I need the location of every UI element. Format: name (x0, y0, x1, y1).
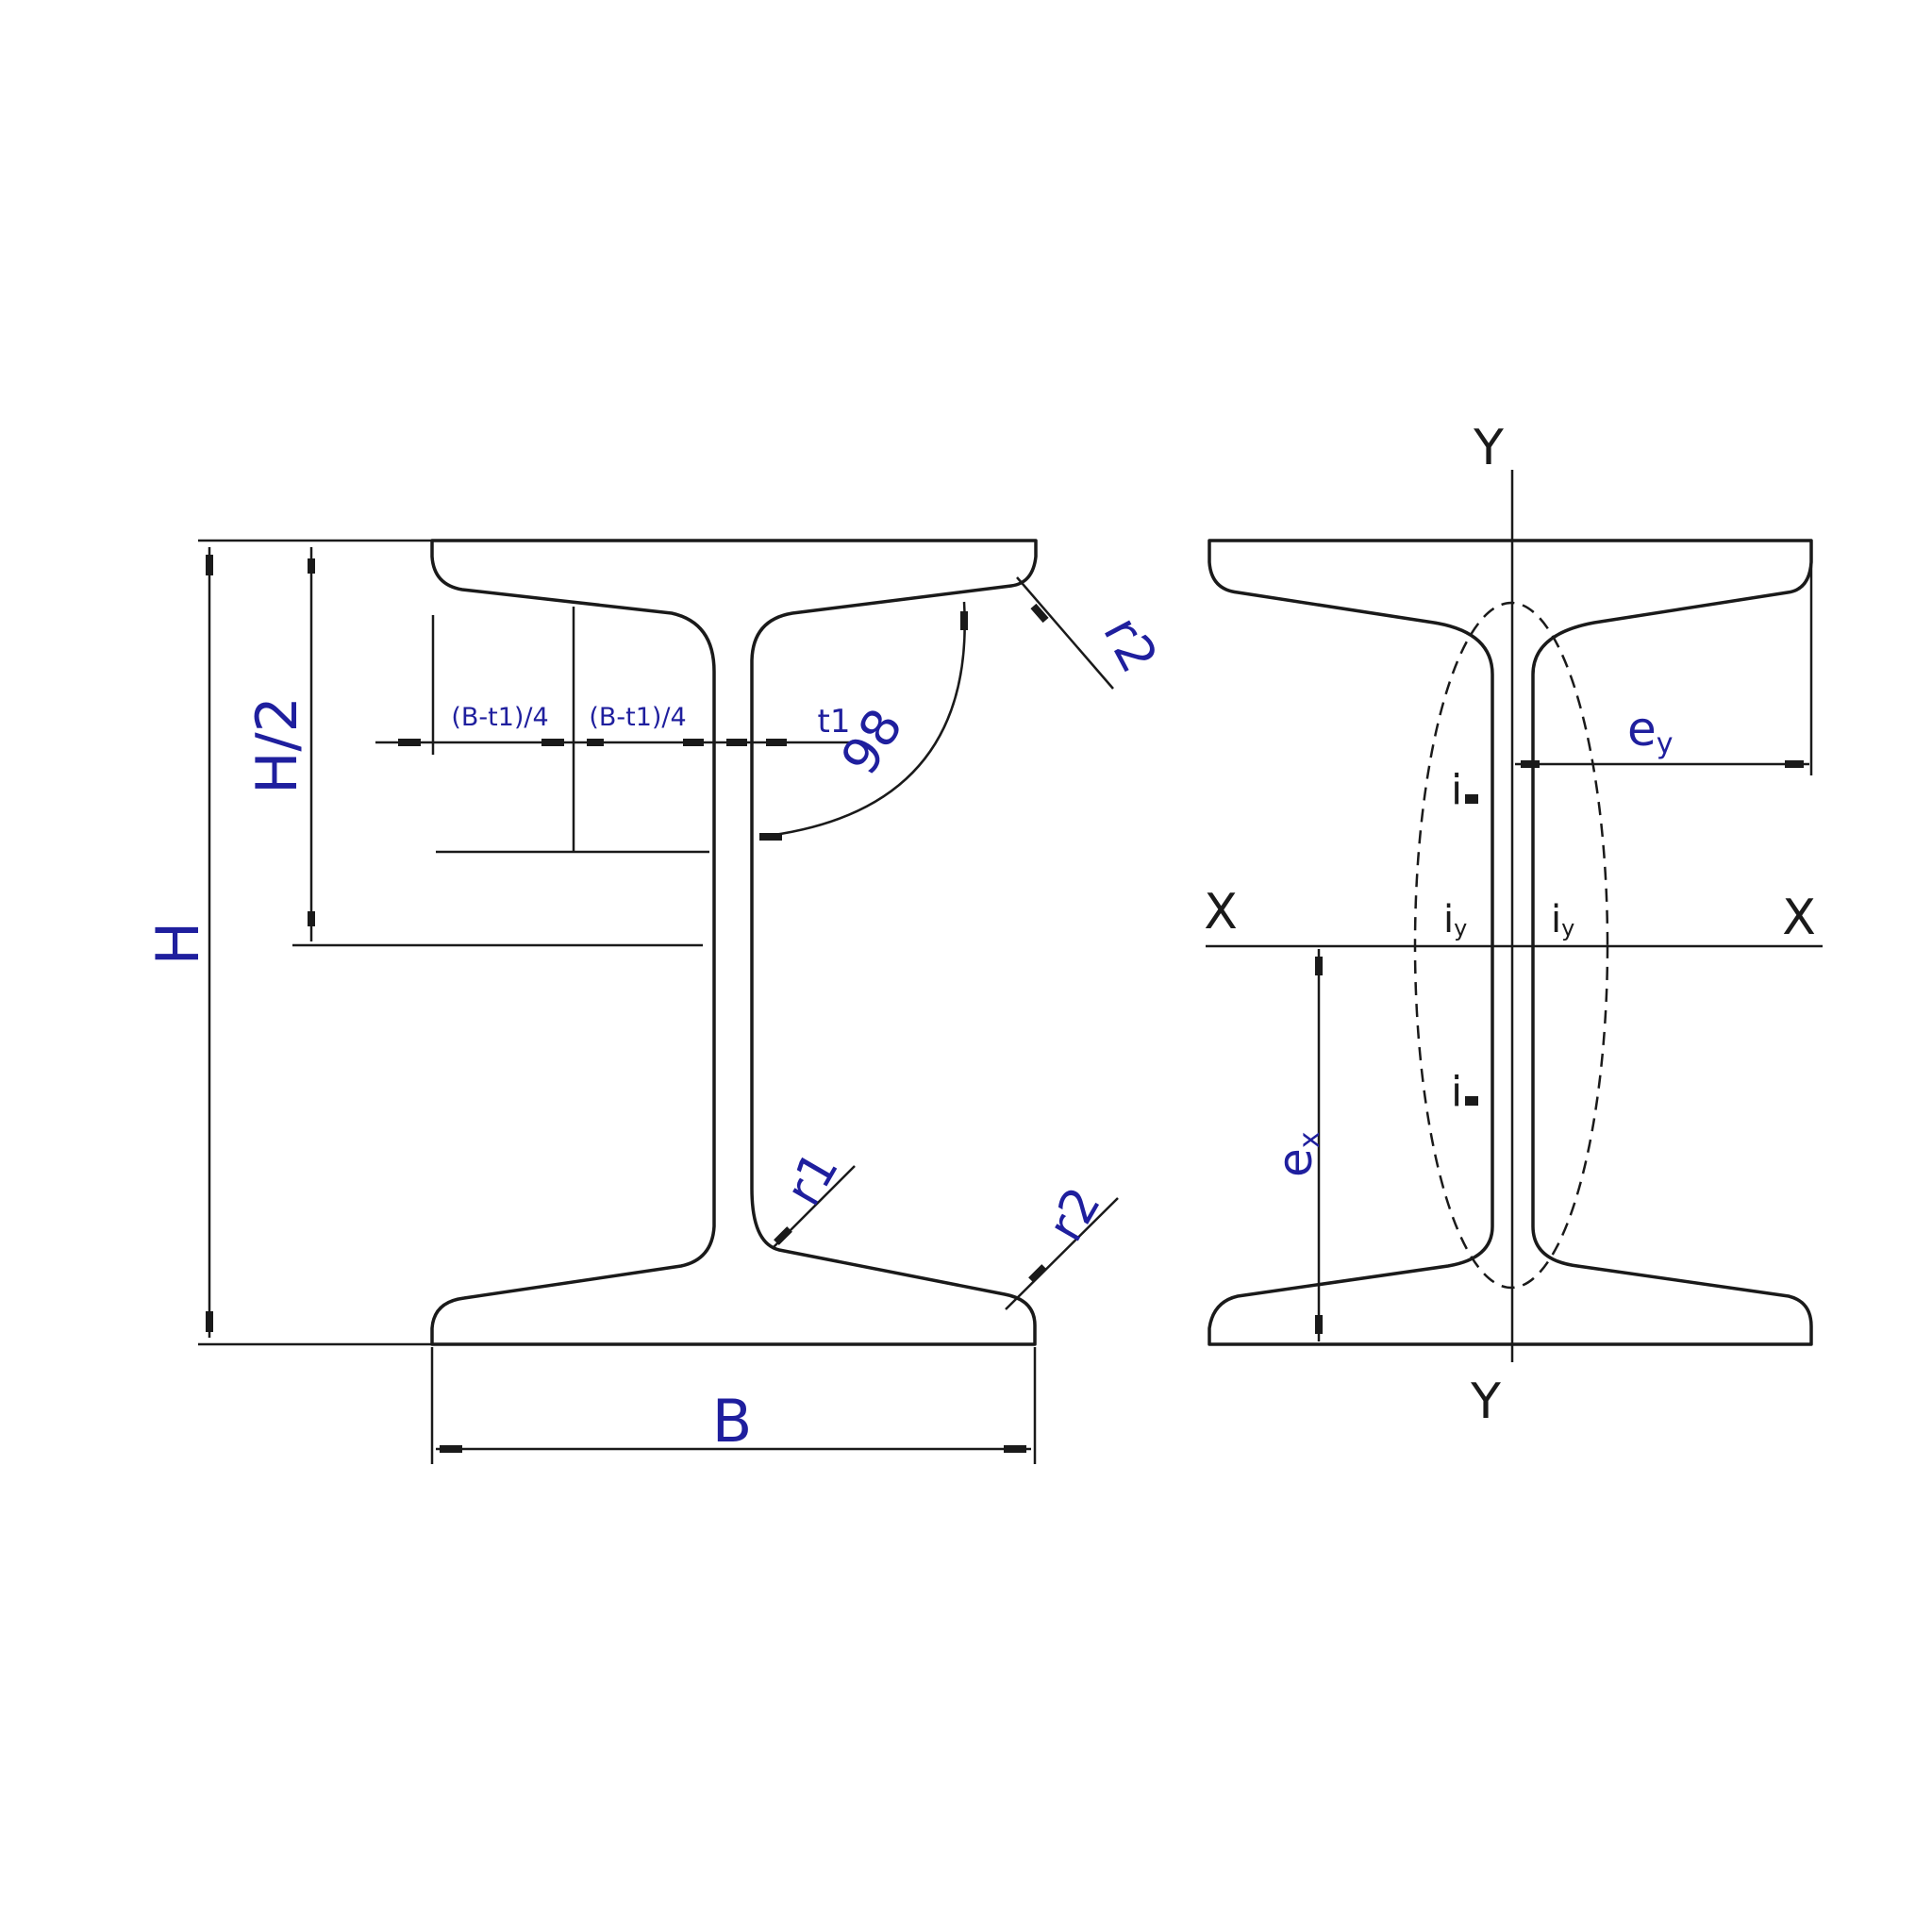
slope-tick-top (960, 611, 968, 630)
label-t1: t1 (818, 703, 851, 741)
quarter-tick-6 (766, 739, 787, 746)
label-ex: ex (1268, 1131, 1326, 1177)
quarter-tick-4 (683, 739, 704, 746)
left-beam-outline (430, 539, 1038, 1346)
b-tick-left (440, 1445, 462, 1453)
label-r2-bottom: r2 (1038, 1178, 1112, 1251)
h2-tick-top (308, 558, 315, 574)
r2-top-tick (1030, 603, 1049, 624)
quarter-tick-1 (398, 739, 421, 746)
right-view: Y Y X X ey ex i i iy iy (1204, 420, 1823, 1430)
axis-y-bottom: Y (1470, 1374, 1501, 1430)
label-h-half: H/2 (244, 696, 310, 794)
label-quarter-right: (B-t1)/4 (589, 703, 686, 732)
r2-top-leader (1016, 576, 1114, 690)
quarter-tick-5 (726, 739, 747, 746)
ey-tick-right (1785, 760, 1804, 768)
slope-tick-bottom (759, 833, 782, 841)
quarter-tick-2 (541, 739, 564, 746)
b-tick-right (1004, 1445, 1026, 1453)
axis-x-right: X (1782, 890, 1816, 946)
h-tick-bottom (206, 1311, 213, 1332)
label-r2-top: r2 (1091, 608, 1169, 683)
label-quarter-left: (B-t1)/4 (451, 703, 548, 732)
h2-tick-bottom (308, 911, 315, 926)
r1-tick (774, 1226, 792, 1245)
r2-bottom-tick (1028, 1264, 1047, 1283)
label-iy-left: iy (1443, 898, 1467, 941)
perp-mark-bottom (1465, 1096, 1478, 1106)
perp-mark-top (1465, 794, 1478, 804)
axis-y-top: Y (1473, 420, 1504, 476)
inertia-ellipse (1413, 601, 1609, 1290)
label-i-perp-top: i (1451, 766, 1462, 814)
right-beam-outline (1208, 539, 1813, 1346)
h-tick-top (206, 555, 213, 575)
ex-tick-bottom (1315, 1315, 1323, 1334)
ex-tick-top (1315, 957, 1323, 975)
left-view: H H/2 B (B-t1)/4 (B-t1)/4 t1 98 (143, 539, 1169, 1464)
label-iy-right: iy (1551, 898, 1574, 941)
label-r1: r1 (775, 1142, 850, 1215)
axis-x-left: X (1204, 884, 1238, 941)
label-b: B (712, 1387, 753, 1456)
ey-tick-left (1521, 760, 1540, 768)
label-i-perp-bottom: i (1451, 1068, 1462, 1116)
r2-bottom-leader (1005, 1197, 1119, 1310)
slope-arc (759, 601, 966, 839)
quarter-tick-3 (587, 739, 604, 746)
label-h: H (143, 922, 212, 966)
label-ey: ey (1627, 702, 1674, 760)
